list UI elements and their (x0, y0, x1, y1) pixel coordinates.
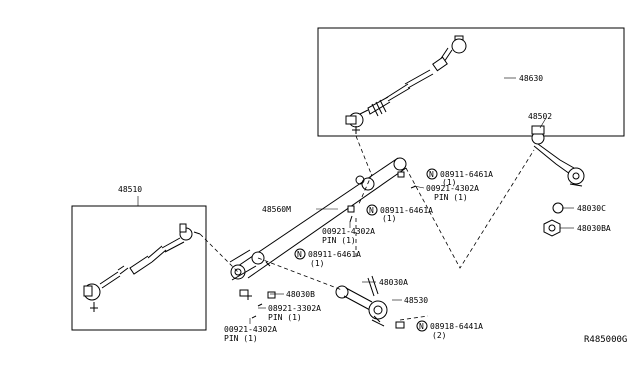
label-48530: 48530 (404, 296, 428, 305)
label-pin4-qty: PIN (1) (224, 334, 258, 343)
label-pin1-code: 00921-4302A (426, 184, 479, 193)
nut-48030ba (543, 219, 561, 237)
label-n2-code: 08911-6461A (380, 206, 433, 215)
n-letter-1: N (429, 170, 434, 179)
label-48030c: 48030C (577, 204, 606, 213)
label-pin3-code: 08921-3302A (268, 304, 321, 313)
label-pin4-code: 00921-4302A (224, 325, 277, 334)
idler-arm (531, 125, 585, 187)
label-pin1-qty: PIN (1) (434, 193, 468, 202)
label-pin2-code: 00921-4302A (322, 227, 375, 236)
diagram-id: R485000G (584, 335, 627, 345)
label-pin2-qty: PIN (1) (322, 236, 356, 245)
label-48510: 48510 (118, 185, 142, 194)
label-n1-qty: (1) (442, 178, 456, 187)
n-symbols (294, 168, 438, 332)
label-48030a: 48030A (379, 278, 408, 287)
small-parts (251, 171, 417, 319)
dashed-connectors (199, 135, 535, 321)
frame-48510 (71, 205, 207, 331)
label-n1-code: 08911-6461A (440, 170, 493, 179)
label-48630: 48630 (519, 74, 543, 83)
label-48030ba: 48030BA (577, 224, 611, 233)
pitman-arm (335, 275, 405, 329)
center-link (229, 157, 407, 300)
label-n3-qty: (1) (310, 259, 324, 268)
n-letter-4: N (419, 322, 424, 331)
leader-lines (137, 77, 574, 324)
n-letter-2: N (369, 206, 374, 215)
tie-rod-lower (83, 223, 201, 312)
label-n2-qty: (1) (382, 214, 396, 223)
label-48560m: 48560M (262, 205, 291, 214)
label-pin3-qty: PIN (1) (268, 313, 302, 322)
frame-48630 (317, 27, 625, 137)
n-letter-3: N (297, 250, 302, 259)
label-48030b: 48030B (286, 290, 315, 299)
tie-rod-upper (345, 35, 467, 134)
washer-48030c (552, 202, 564, 214)
label-n3-code: 08911-6461A (308, 250, 361, 259)
label-n4-qty: (2) (432, 331, 446, 340)
label-48502: 48502 (528, 112, 552, 121)
label-n4-code: 08918-6441A (430, 322, 483, 331)
